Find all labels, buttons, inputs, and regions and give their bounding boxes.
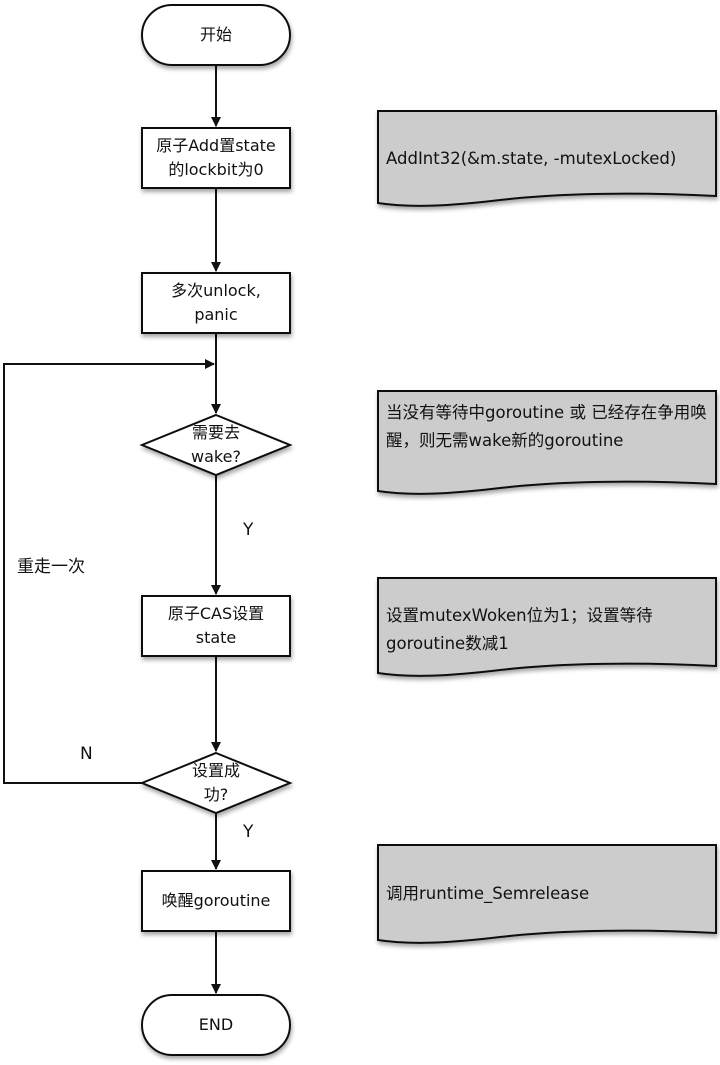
start-label: 开始 (199, 25, 232, 44)
start-terminal (141, 4, 291, 66)
note-shape-2 (377, 390, 717, 495)
set-success-no-label: N (80, 744, 93, 764)
end-label: END (198, 1015, 234, 1034)
note-text-1: AddInt32(&m.state, -mutexLocked) (386, 149, 677, 168)
need-wake-yes-label: Y (243, 520, 254, 540)
edge-retry-loop (3, 359, 215, 784)
atomic-add-label: 原子Add置state 的lockbit为0 (156, 136, 276, 179)
cas-set-label: 原子CAS设置 state (167, 604, 265, 647)
note-shape-3 (377, 577, 717, 677)
note-text-2: 当没有等待中goroutine 或 已经存在争用唤醒，则无需wake新的goro… (386, 403, 707, 450)
end-terminal (141, 994, 291, 1056)
set-success-label: 设置成 功? (191, 761, 240, 804)
note-text-4: 调用runtime_Semrelease (386, 884, 590, 903)
note-shape-1 (377, 110, 717, 207)
wake-goroutine-label: 唤醒goroutine (161, 891, 271, 910)
cas-set-box (141, 595, 291, 657)
atomic-add-box (141, 127, 291, 189)
wake-goroutine-box (141, 870, 291, 932)
retry-label: 重走一次 (17, 557, 85, 577)
unlock-panic-label: 多次unlock, panic (171, 281, 261, 324)
set-success-diamond (139, 751, 293, 815)
note-shape-4 (377, 844, 717, 944)
set-success-yes-label: Y (243, 822, 254, 842)
need-wake-diamond (139, 413, 293, 477)
need-wake-label: 需要去 wake? (191, 423, 241, 466)
note-text-3: 设置mutexWoken位为1；设置等待goroutine数减1 (386, 606, 653, 653)
unlock-panic-box (141, 272, 291, 334)
